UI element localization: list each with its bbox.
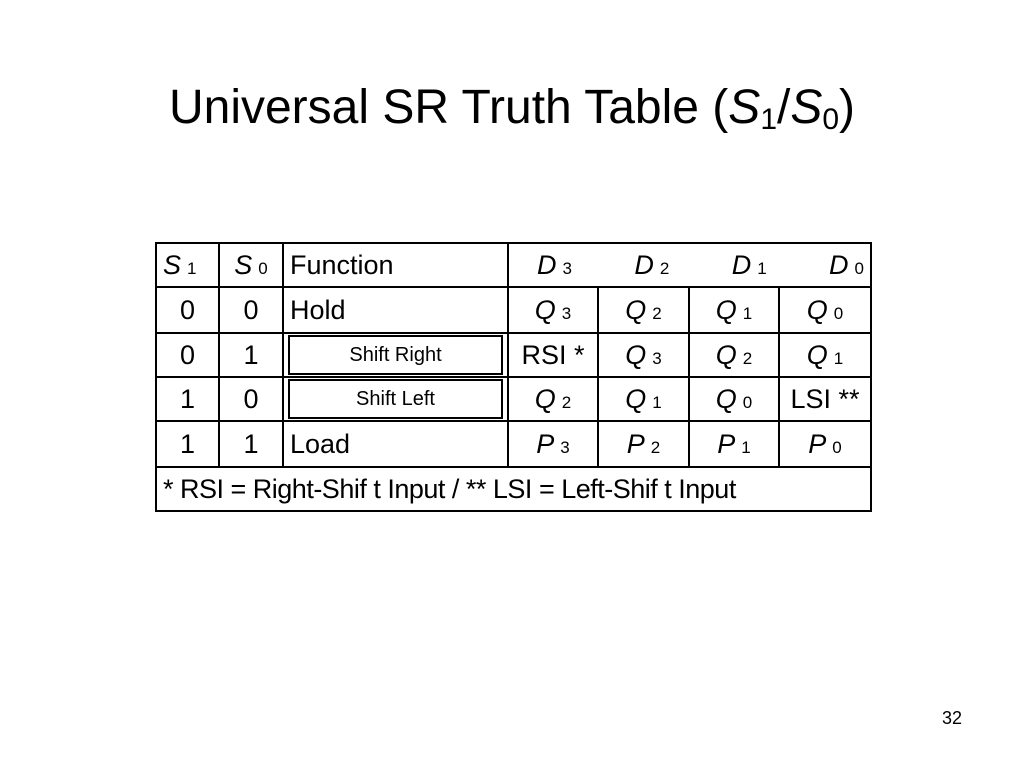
cell-d3-var: Q — [534, 294, 556, 325]
cell-d2-sub: 3 — [652, 348, 662, 368]
cell-d0-var: Q — [806, 339, 828, 370]
header-d2-sub: 2 — [659, 258, 670, 278]
header-s0-var: S — [234, 249, 253, 280]
title-close: ) — [839, 81, 856, 134]
header-d3-sub: 3 — [562, 258, 572, 278]
title-slash: / — [777, 81, 791, 134]
cell-d0: LSI ** — [778, 376, 872, 422]
cell-d2-var: Q — [625, 294, 647, 325]
header-function: Function — [282, 242, 509, 288]
cell-s0: 0 — [218, 376, 284, 422]
cell-d0-var: P — [808, 428, 827, 459]
cell-d3: RSI * — [507, 332, 599, 378]
header-d0-var: D — [829, 249, 849, 280]
cell-s1: 0 — [155, 332, 220, 378]
cell-d0-sub: 1 — [833, 348, 844, 368]
header-s0-sub: 0 — [258, 258, 268, 278]
cell-d3-sub: 3 — [561, 303, 572, 323]
cell-d1-sub: 2 — [742, 348, 753, 368]
header-d1-sub: 1 — [757, 258, 767, 278]
cell-d1-sub: 1 — [742, 303, 753, 323]
title-s1-var: S — [728, 81, 761, 134]
cell-d3-var: P — [536, 428, 555, 459]
cell-function: Load — [282, 420, 509, 468]
footnote-row: * RSI = Right-Shif t Input / ** LSI = Le… — [155, 466, 872, 512]
cell-d2-var: P — [626, 428, 645, 459]
cell-d1-var: Q — [715, 383, 737, 414]
cell-function: Hold — [282, 286, 509, 334]
function-box-shift-right: Shift Right — [288, 335, 503, 375]
title-s0-sub: 0 — [822, 103, 840, 136]
cell-d0-sub: 0 — [833, 303, 844, 323]
header-s1-sub: 1 — [187, 258, 197, 278]
cell-d1-var: P — [717, 428, 736, 459]
cell-s1: 0 — [155, 286, 220, 334]
cell-s1: 1 — [155, 420, 220, 468]
title-text: Universal SR Truth Table ( — [168, 81, 729, 134]
cell-d2-sub: 2 — [650, 437, 661, 457]
cell-d1-var: Q — [715, 339, 737, 370]
header-d3-var: D — [537, 249, 557, 280]
cell-d2-var: Q — [625, 339, 647, 370]
cell-function: Shift Right — [282, 332, 509, 378]
cell-d2-sub: 1 — [652, 392, 662, 412]
cell-d3-var: Q — [534, 383, 556, 414]
cell-s0: 1 — [218, 420, 284, 468]
cell-d3-sub: 2 — [561, 392, 572, 412]
cell-d2-sub: 2 — [652, 303, 662, 323]
title-s1-sub: 1 — [760, 103, 777, 136]
header-s1-var: S — [163, 249, 182, 280]
header-d2-var: D — [634, 249, 654, 280]
cell-d1-var: Q — [715, 294, 737, 325]
cell-d1-sub: 0 — [742, 392, 753, 412]
cell-function: Shift Left — [282, 376, 509, 422]
slide-title: Universal SR Truth Table (S1/S0) — [0, 72, 1024, 144]
page-number: 32 — [941, 708, 962, 728]
cell-d0-sub: 0 — [832, 437, 842, 457]
table-footnote: * RSI = Right-Shif t Input / ** LSI = Le… — [155, 466, 872, 512]
cell-s1: 1 — [155, 376, 220, 422]
cell-d1-sub: 1 — [741, 437, 751, 457]
cell-d0-var: Q — [806, 294, 828, 325]
function-box-shift-left: Shift Left — [288, 379, 503, 419]
title-s0-var: S — [790, 81, 823, 134]
header-d1-var: D — [731, 249, 752, 280]
cell-d2-var: Q — [625, 383, 647, 414]
cell-s0: 0 — [218, 286, 284, 334]
header-d0-sub: 0 — [854, 258, 864, 278]
cell-s0: 1 — [218, 332, 284, 378]
cell-d3-sub: 3 — [560, 437, 570, 457]
